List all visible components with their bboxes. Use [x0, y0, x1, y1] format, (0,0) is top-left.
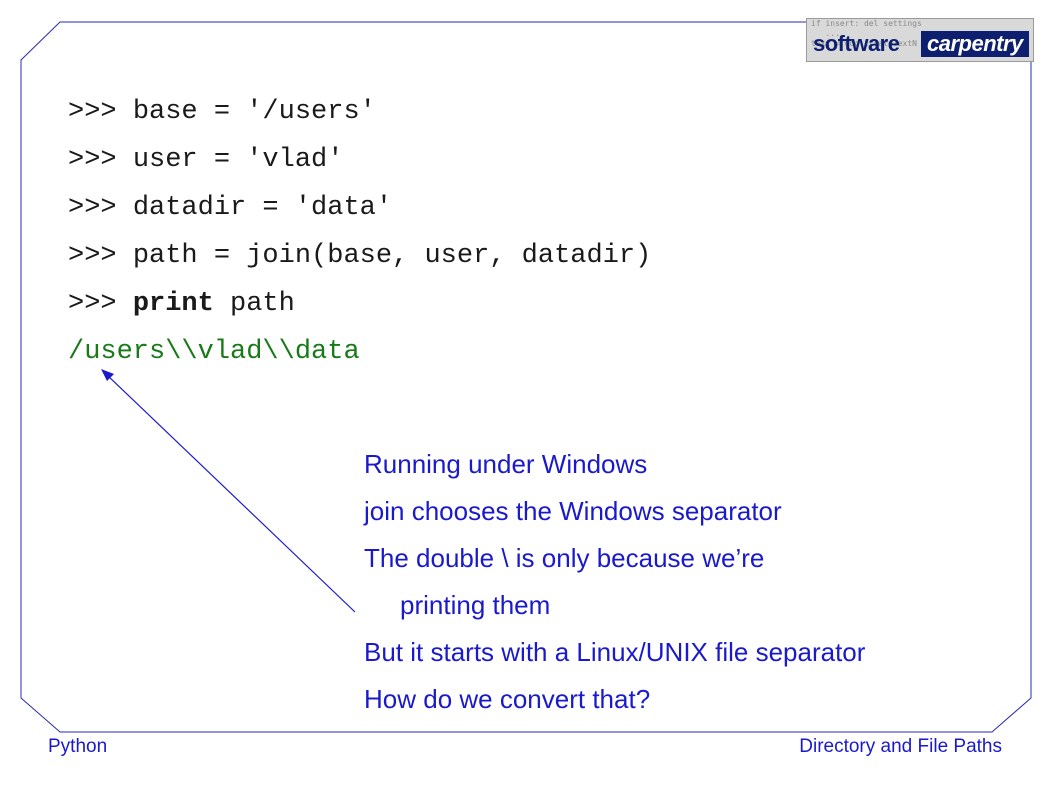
software-carpentry-logo: if insert: del settings ... text = doc.c…	[806, 18, 1034, 62]
annotation-arrow-line	[105, 373, 356, 613]
code-line: >>> path = join(base, user, datadir)	[68, 236, 651, 284]
prompt: >>>	[68, 145, 133, 175]
code-output: /users\\vlad\\data	[68, 337, 360, 367]
code-line: >>> print path	[68, 284, 651, 332]
note-line: The double \ is only because we’re	[364, 543, 765, 573]
note-line: Running under Windows	[364, 449, 648, 479]
annotation-arrowhead	[101, 369, 114, 381]
code-text: user = 'vlad'	[132, 145, 344, 175]
prompt: >>>	[68, 97, 133, 127]
code-text: base = '/users'	[132, 97, 376, 127]
code-block: >>> base = '/users' >>> user = 'vlad' >>…	[68, 92, 651, 380]
prompt: >>>	[68, 193, 133, 223]
logo-word-carpentry: carpentry	[921, 31, 1029, 57]
logo-word-software: software	[813, 31, 900, 56]
prompt: >>>	[68, 241, 133, 271]
code-text: datadir = 'data'	[132, 193, 393, 223]
code-line: >>> base = '/users'	[68, 92, 651, 140]
footer-course-title: Python	[48, 736, 108, 757]
note-line: join chooses the Windows separator	[364, 496, 782, 526]
keyword-print: print	[132, 289, 214, 319]
code-line: >>> datadir = 'data'	[68, 188, 651, 236]
prompt: >>>	[68, 289, 133, 319]
logo-background-text: if insert: del settings ... text = doc.c…	[811, 19, 922, 48]
note-line: How do we convert that?	[364, 684, 651, 714]
footer-slide-topic: Directory and File Paths	[799, 736, 1002, 757]
note-line: printing them	[400, 590, 551, 620]
frame-border	[20, 21, 1032, 733]
note-line: But it starts with a Linux/UNIX file sep…	[364, 637, 866, 667]
code-text: path = join(base, user, datadir)	[132, 241, 652, 271]
code-text: path	[213, 289, 295, 319]
code-line: >>> user = 'vlad'	[68, 140, 651, 188]
notes-list: Running under Windows join chooses the W…	[364, 444, 865, 726]
